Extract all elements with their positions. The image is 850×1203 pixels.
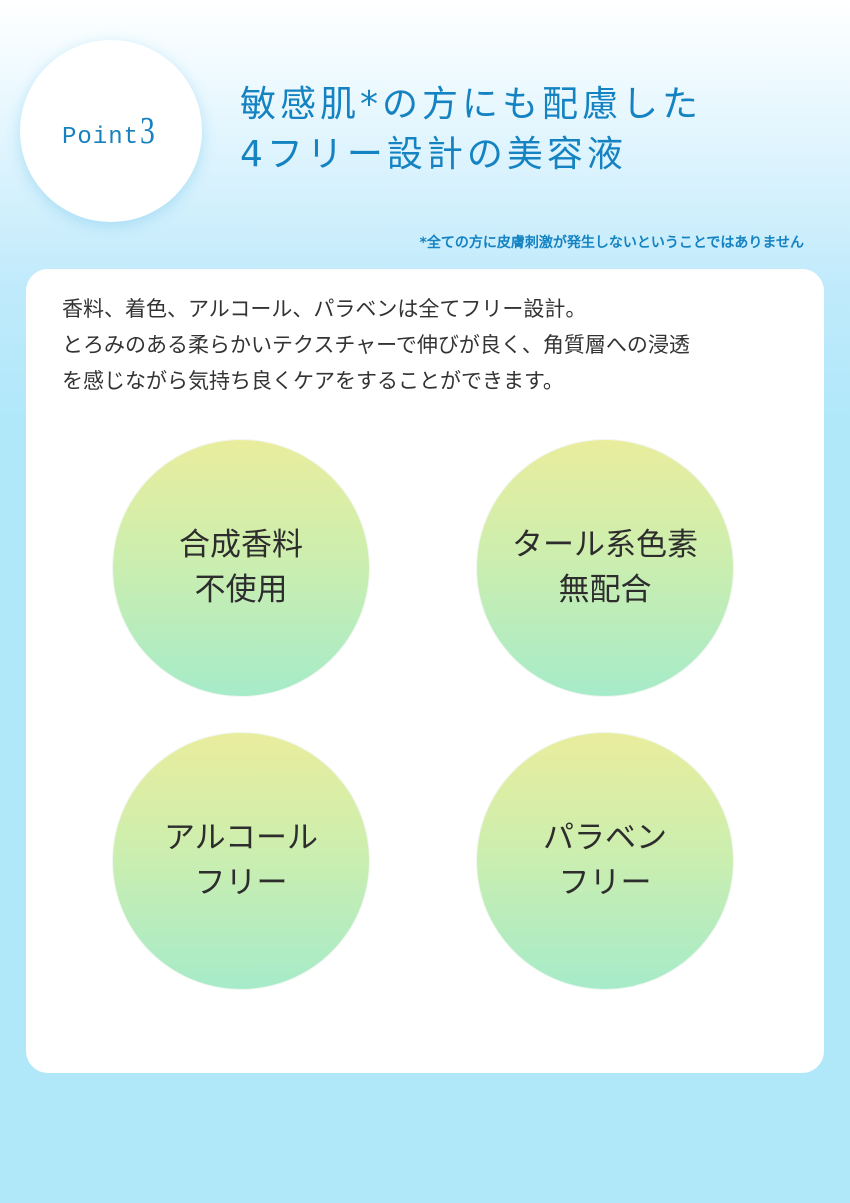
- badge-line-1: タール系色素: [512, 527, 698, 563]
- feature-card: 香料、着色、アルコール、パラベンは全てフリー設計。 とろみのある柔らかいテクスチ…: [26, 269, 824, 1073]
- headline-line-1: 敏感肌*の方にも配慮した: [240, 84, 703, 125]
- point-word: Point: [61, 124, 139, 151]
- badge-paraben-free: パラベン フリー: [477, 733, 733, 989]
- headline-line-2: 4フリー設計の美容液: [240, 134, 627, 175]
- footnote: *全ての方に皮膚刺激が発生しないということではありません: [419, 235, 804, 251]
- description: 香料、着色、アルコール、パラベンは全てフリー設計。 とろみのある柔らかいテクスチ…: [62, 291, 812, 399]
- badge-fragrance-free: 合成香料 不使用: [113, 440, 369, 696]
- description-line: を感じながら気持ち良くケアをすることができます。: [62, 369, 564, 393]
- badge-line-2: 無配合: [558, 572, 652, 608]
- badge-line-2: フリー: [558, 865, 652, 901]
- section-headline: 敏感肌*の方にも配慮した 4フリー設計の美容液: [240, 80, 702, 180]
- badge-line-2: 不使用: [194, 572, 288, 608]
- description-line: とろみのある柔らかいテクスチャーで伸びが良く、角質層への浸透: [62, 333, 690, 357]
- description-line: 香料、着色、アルコール、パラベンは全てフリー設計。: [62, 297, 587, 321]
- badge-line-2: フリー: [194, 865, 288, 901]
- badge-tar-dye-free: タール系色素 無配合: [477, 440, 733, 696]
- badge-line-1: パラベン: [543, 820, 667, 856]
- badge-alcohol-free: アルコール フリー: [113, 733, 369, 989]
- badge-line-1: アルコール: [163, 820, 319, 856]
- point-number: 3: [140, 110, 156, 152]
- badge-line-1: 合成香料: [179, 527, 303, 563]
